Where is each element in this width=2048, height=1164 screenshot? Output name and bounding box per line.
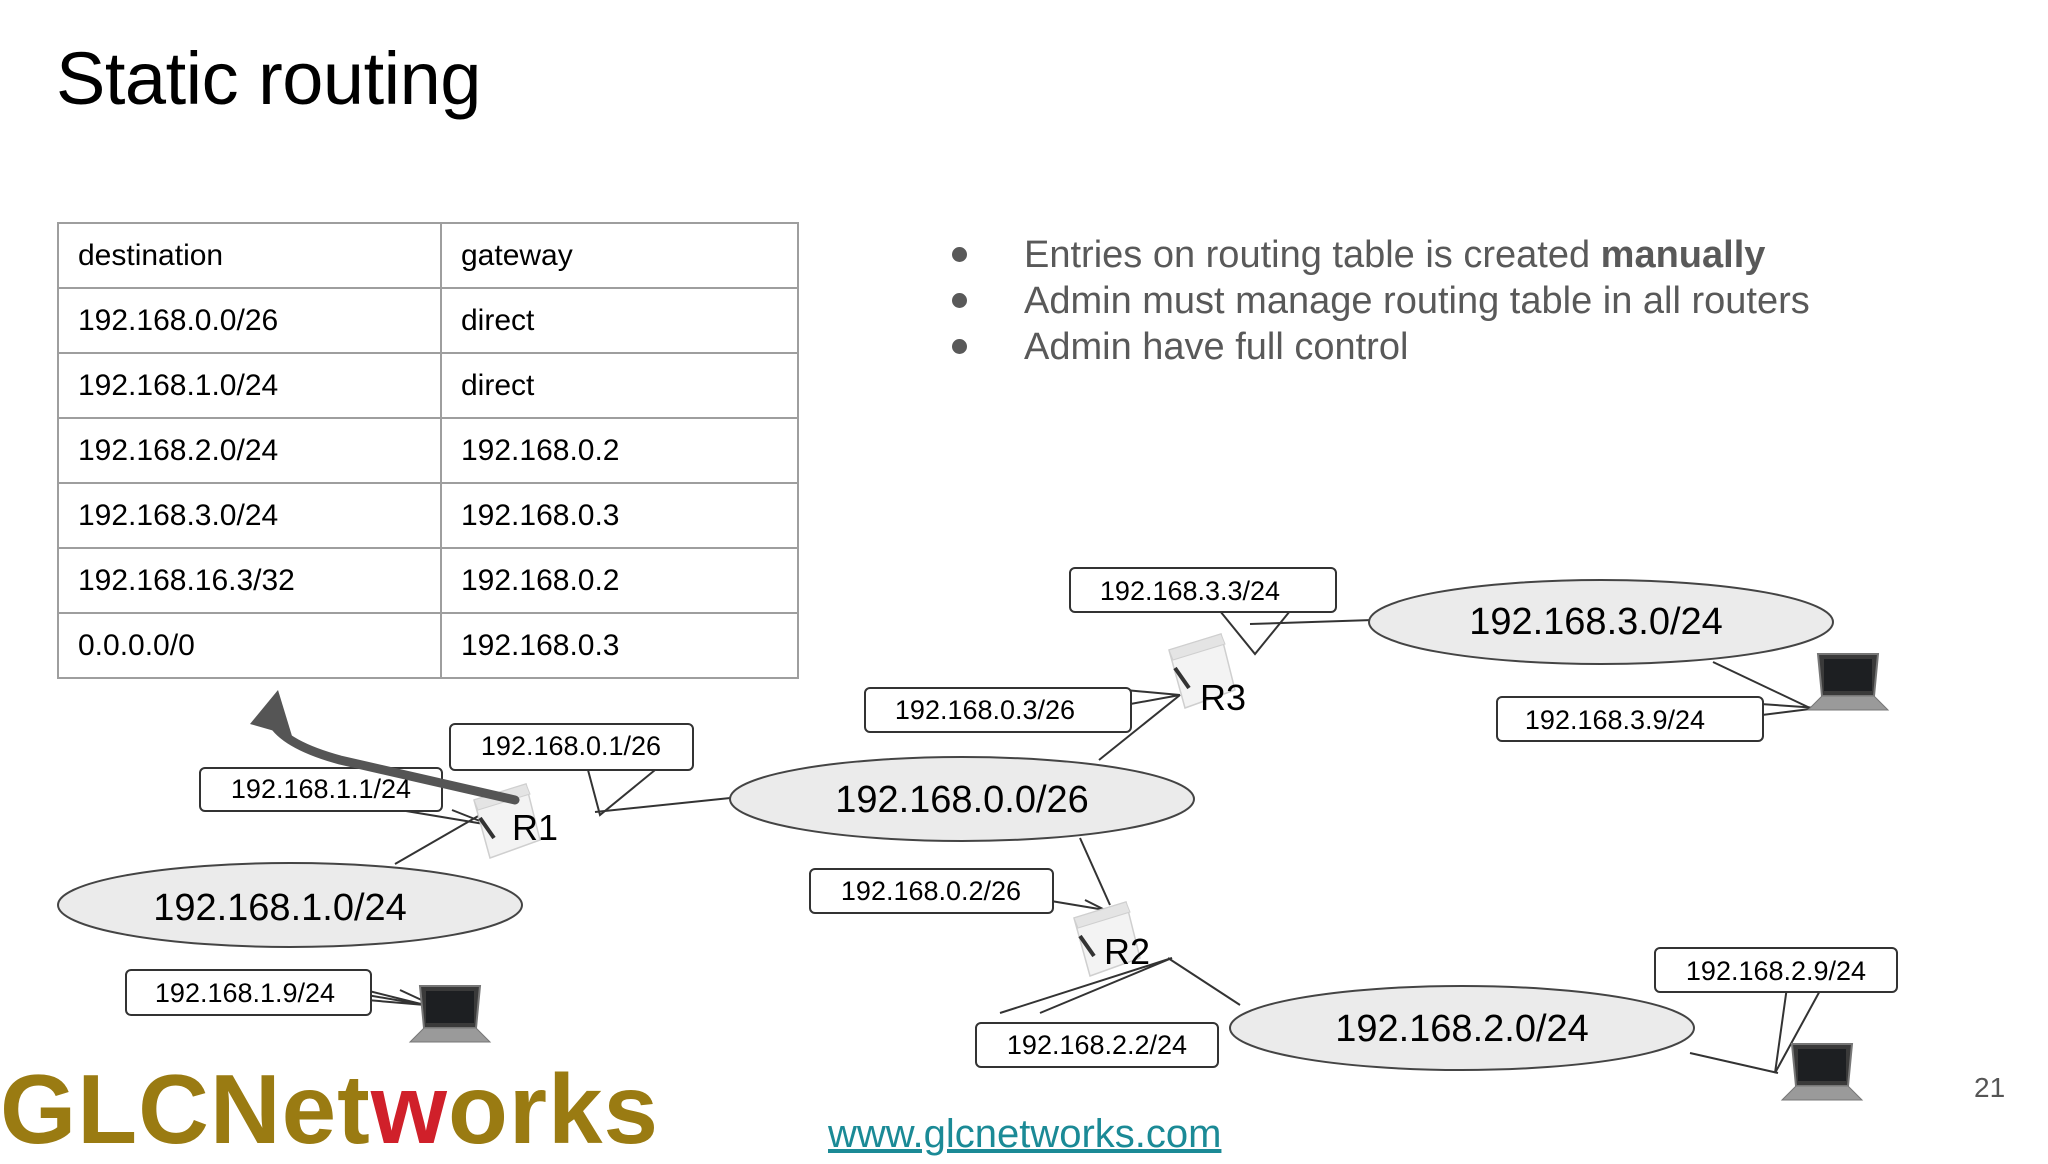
svg-text:192.168.3.3/24: 192.168.3.3/24 bbox=[1100, 576, 1280, 606]
network-ellipse bbox=[57, 862, 523, 948]
interface-label-r3-lan: 192.168.3.3/24 bbox=[1069, 567, 1337, 613]
bullet-list: Entries on routing table is created manu… bbox=[940, 232, 1880, 370]
destination-cell: 192.168.1.0/24 bbox=[57, 352, 442, 419]
bullet-item: Admin have full control bbox=[940, 324, 1880, 370]
destination-cell: 192.168.2.0/24 bbox=[57, 417, 442, 484]
host-label-2: 192.168.2.9/24 bbox=[1654, 947, 1898, 993]
slide-title: Static routing bbox=[56, 37, 481, 120]
interface-label-r1-lan: 192.168.1.1/24 bbox=[199, 767, 443, 812]
interface-label-r3-wan: 192.168.0.3/26 bbox=[864, 687, 1132, 733]
table-row: 192.168.0.0/26 direct bbox=[57, 287, 799, 354]
callout-pointers bbox=[366, 610, 1823, 1074]
arrow-icon bbox=[250, 690, 520, 805]
gateway-cell: 192.168.0.2 bbox=[440, 417, 799, 484]
gateway-cell: 192.168.0.3 bbox=[440, 482, 799, 549]
host-label-1: 192.168.1.9/24 bbox=[125, 969, 372, 1016]
header-destination: destination bbox=[57, 222, 442, 289]
header-gateway: gateway bbox=[440, 222, 799, 289]
company-logo: GLCNetworks bbox=[0, 1054, 660, 1164]
bullet-bold-text: manually bbox=[1600, 234, 1766, 276]
router-label-r2: R2 bbox=[1104, 931, 1150, 972]
svg-text:192.168.1.1/24: 192.168.1.1/24 bbox=[231, 774, 411, 804]
network-ellipse bbox=[729, 756, 1195, 842]
router-label-r3: R3 bbox=[1200, 677, 1246, 718]
laptop-icon bbox=[1781, 1043, 1863, 1101]
table-row: 0.0.0.0/0 192.168.0.3 bbox=[57, 612, 799, 679]
table-header-row: destination gateway bbox=[57, 222, 799, 289]
svg-text:192.168.0.2/26: 192.168.0.2/26 bbox=[841, 876, 1021, 906]
bullet-item: Admin must manage routing table in all r… bbox=[940, 278, 1880, 324]
bullet-dot-icon bbox=[952, 247, 967, 262]
gateway-cell: 192.168.0.3 bbox=[440, 612, 799, 679]
interface-label-r2-lan: 192.168.2.2/24 bbox=[975, 1022, 1219, 1068]
svg-text:192.168.1.9/24: 192.168.1.9/24 bbox=[155, 978, 335, 1008]
destination-cell: 192.168.3.0/24 bbox=[57, 482, 442, 549]
gateway-cell: 192.168.0.2 bbox=[440, 547, 799, 614]
svg-text:192.168.3.9/24: 192.168.3.9/24 bbox=[1525, 705, 1705, 735]
destination-cell: 0.0.0.0/0 bbox=[57, 612, 442, 679]
gateway-cell: direct bbox=[440, 352, 799, 419]
laptop-icon bbox=[409, 985, 491, 1043]
network-ellipse bbox=[1368, 579, 1834, 665]
bullet-dot-icon bbox=[952, 293, 967, 308]
network-ellipse bbox=[1229, 985, 1695, 1071]
gateway-cell: direct bbox=[440, 287, 799, 354]
svg-text:192.168.2.9/24: 192.168.2.9/24 bbox=[1686, 956, 1866, 986]
network-label-3: 192.168.3.0/24 bbox=[1469, 601, 1723, 643]
table-row: 192.168.16.3/32 192.168.0.2 bbox=[57, 547, 799, 614]
network-label-2: 192.168.2.0/24 bbox=[1335, 1008, 1589, 1050]
svg-text:192.168.0.3/26: 192.168.0.3/26 bbox=[895, 695, 1075, 725]
logo-accent: w bbox=[370, 1054, 449, 1164]
bullet-text: Admin must manage routing table in all r… bbox=[1024, 280, 1810, 322]
bullet-text: Admin have full control bbox=[1024, 326, 1409, 368]
bullet-text: Entries on routing table is created bbox=[1024, 234, 1601, 276]
interface-label-r1-wan: 192.168.0.1/26 bbox=[449, 723, 694, 771]
svg-text:192.168.2.2/24: 192.168.2.2/24 bbox=[1007, 1030, 1187, 1060]
table-row: 192.168.1.0/24 direct bbox=[57, 352, 799, 419]
bullet-dot-icon bbox=[952, 339, 967, 354]
table-row: 192.168.2.0/24 192.168.0.2 bbox=[57, 417, 799, 484]
network-label-0: 192.168.0.0/26 bbox=[835, 779, 1089, 821]
website-link[interactable]: www.glcnetworks.com bbox=[828, 1112, 1222, 1156]
page-number: 21 bbox=[1974, 1072, 2006, 1103]
routing-table: destination gateway 192.168.0.0/26 direc… bbox=[57, 222, 799, 679]
host-label-3: 192.168.3.9/24 bbox=[1496, 696, 1764, 742]
svg-text:192.168.0.1/26: 192.168.0.1/26 bbox=[481, 731, 661, 761]
interface-label-r2-wan: 192.168.0.2/26 bbox=[809, 868, 1054, 914]
destination-cell: 192.168.16.3/32 bbox=[57, 547, 442, 614]
laptop-icon bbox=[1807, 653, 1889, 711]
network-label-1: 192.168.1.0/24 bbox=[153, 887, 407, 929]
router-label-r1: R1 bbox=[512, 807, 558, 848]
destination-cell: 192.168.0.0/26 bbox=[57, 287, 442, 354]
table-row: 192.168.3.0/24 192.168.0.3 bbox=[57, 482, 799, 549]
bullet-item: Entries on routing table is created manu… bbox=[940, 232, 1880, 278]
